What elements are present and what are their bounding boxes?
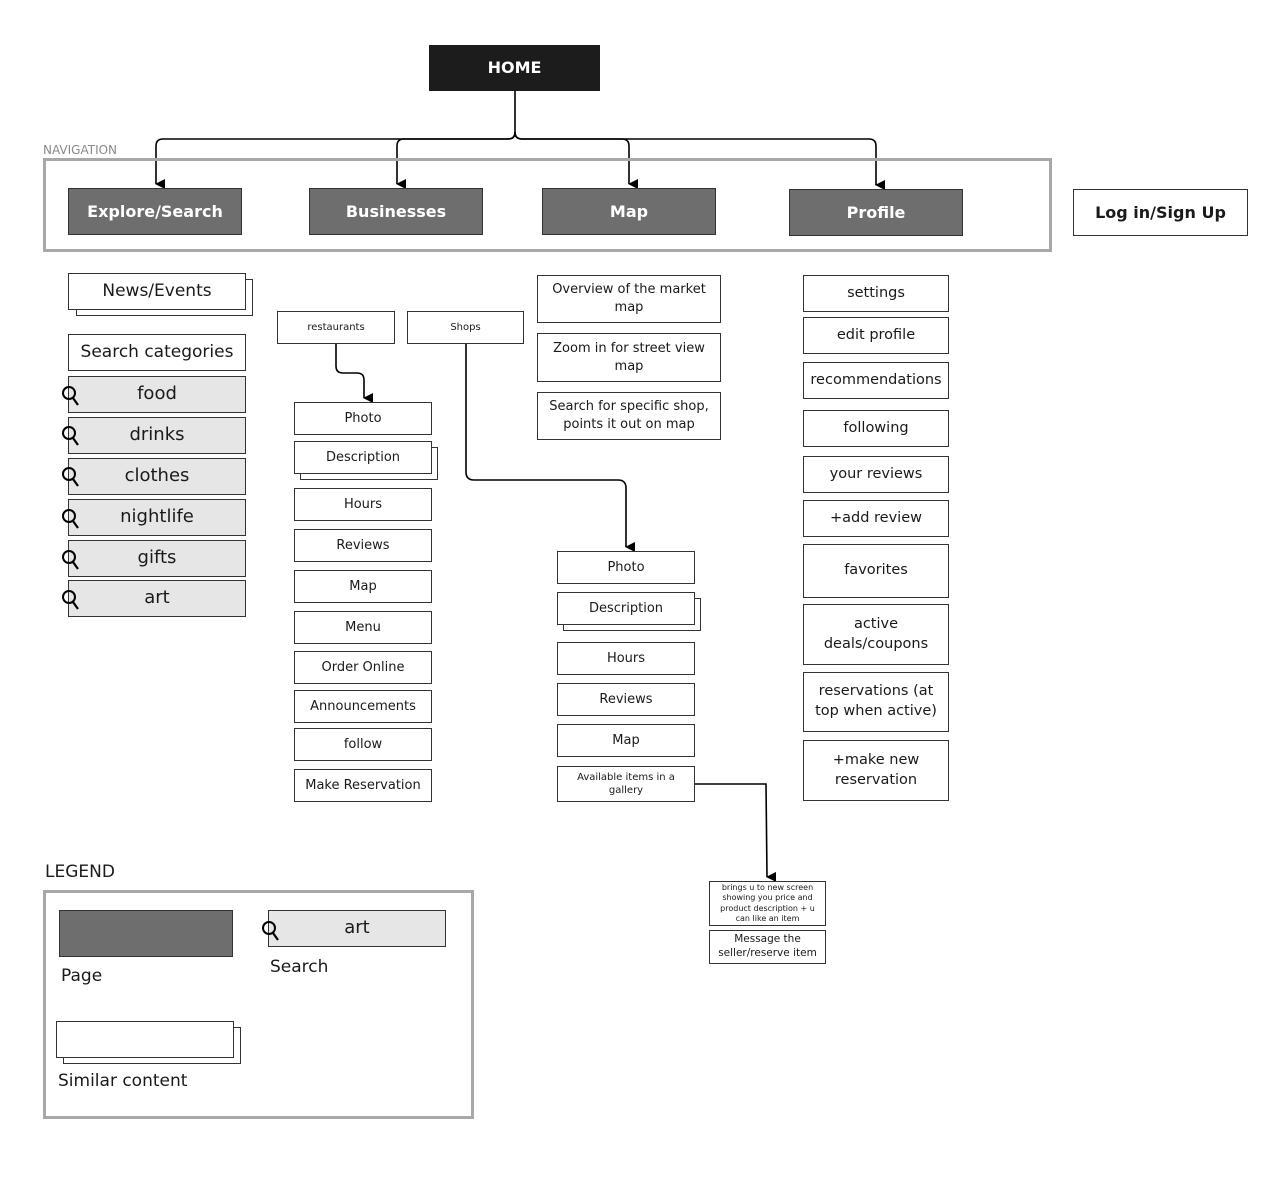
restaurant-map[interactable]: Map <box>294 570 432 603</box>
restaurant-photo[interactable]: Photo <box>294 402 432 435</box>
map-zoom-street-view[interactable]: Zoom in for street view map <box>537 333 721 382</box>
profile-reservations[interactable]: reservations (at top when active) <box>803 672 949 732</box>
gallery-to-detail-line <box>695 783 777 882</box>
search-icon <box>62 467 79 487</box>
navigation-container <box>43 158 1052 252</box>
home-to-businesses-line <box>396 131 516 189</box>
nav-explore-search[interactable]: Explore/Search <box>68 188 242 235</box>
restaurants-to-photo-line <box>335 344 373 403</box>
shops-to-photo-line <box>465 344 635 552</box>
nav-map[interactable]: Map <box>542 188 716 235</box>
restaurants-box[interactable]: restaurants <box>277 311 395 344</box>
profile-edit-profile[interactable]: edit profile <box>803 317 949 354</box>
profile-favorites[interactable]: favorites <box>803 544 949 598</box>
shop-reviews[interactable]: Reviews <box>557 683 695 716</box>
shop-available-items-gallery[interactable]: Available items in a gallery <box>557 766 695 802</box>
profile-following[interactable]: following <box>803 410 949 447</box>
news-events-box[interactable]: News/Events <box>68 273 246 310</box>
category-gifts[interactable]: gifts <box>68 540 246 577</box>
legend-similar-swatch <box>56 1021 234 1058</box>
shop-photo[interactable]: Photo <box>557 551 695 584</box>
navigation-label: NAVIGATION <box>43 143 118 157</box>
legend-page-swatch <box>59 910 233 957</box>
legend-title: LEGEND <box>45 862 115 882</box>
category-food[interactable]: food <box>68 376 246 413</box>
profile-your-reviews[interactable]: your reviews <box>803 456 949 493</box>
shops-box[interactable]: Shops <box>407 311 524 344</box>
category-drinks[interactable]: drinks <box>68 417 246 454</box>
restaurant-reviews[interactable]: Reviews <box>294 529 432 562</box>
message-seller-box[interactable]: Message the seller/reserve item <box>709 930 826 964</box>
restaurant-order-online[interactable]: Order Online <box>294 651 432 684</box>
search-icon <box>62 550 79 570</box>
search-icon <box>62 386 79 406</box>
restaurant-hours[interactable]: Hours <box>294 488 432 521</box>
search-icon <box>62 426 79 446</box>
legend-page-label: Page <box>61 966 103 986</box>
restaurant-make-reservation[interactable]: Make Reservation <box>294 769 432 802</box>
restaurant-menu[interactable]: Menu <box>294 611 432 644</box>
profile-make-new-reservation[interactable]: +make new reservation <box>803 740 949 801</box>
category-art[interactable]: art <box>68 580 246 617</box>
profile-add-review[interactable]: +add review <box>803 500 949 537</box>
map-overview[interactable]: Overview of the market map <box>537 275 721 323</box>
search-categories-box[interactable]: Search categories <box>68 334 246 371</box>
restaurant-follow[interactable]: follow <box>294 728 432 761</box>
profile-active-deals[interactable]: active deals/coupons <box>803 604 949 665</box>
search-icon <box>62 590 79 610</box>
nav-businesses[interactable]: Businesses <box>309 188 483 235</box>
legend-search-label: Search <box>270 957 329 977</box>
legend-container <box>43 890 474 1119</box>
shop-map[interactable]: Map <box>557 724 695 757</box>
category-nightlife[interactable]: nightlife <box>68 499 246 536</box>
search-icon <box>262 921 279 941</box>
legend-similar-label: Similar content <box>58 1071 188 1091</box>
restaurant-description[interactable]: Description <box>294 441 432 474</box>
profile-recommendations[interactable]: recommendations <box>803 362 949 399</box>
nav-profile[interactable]: Profile <box>789 189 963 236</box>
search-icon <box>62 509 79 529</box>
restaurant-announcements[interactable]: Announcements <box>294 690 432 723</box>
profile-settings[interactable]: settings <box>803 275 949 312</box>
legend-search-swatch: art <box>268 910 446 947</box>
category-clothes[interactable]: clothes <box>68 458 246 495</box>
home-to-profile-line <box>514 131 885 190</box>
item-detail-box[interactable]: brings u to new screen showing you price… <box>709 881 826 926</box>
login-signup-button[interactable]: Log in/Sign Up <box>1073 189 1248 236</box>
shop-description[interactable]: Description <box>557 592 695 625</box>
map-search-shop[interactable]: Search for specific shop, points it out … <box>537 392 721 440</box>
home-page-box[interactable]: HOME <box>429 45 600 91</box>
shop-hours[interactable]: Hours <box>557 642 695 675</box>
